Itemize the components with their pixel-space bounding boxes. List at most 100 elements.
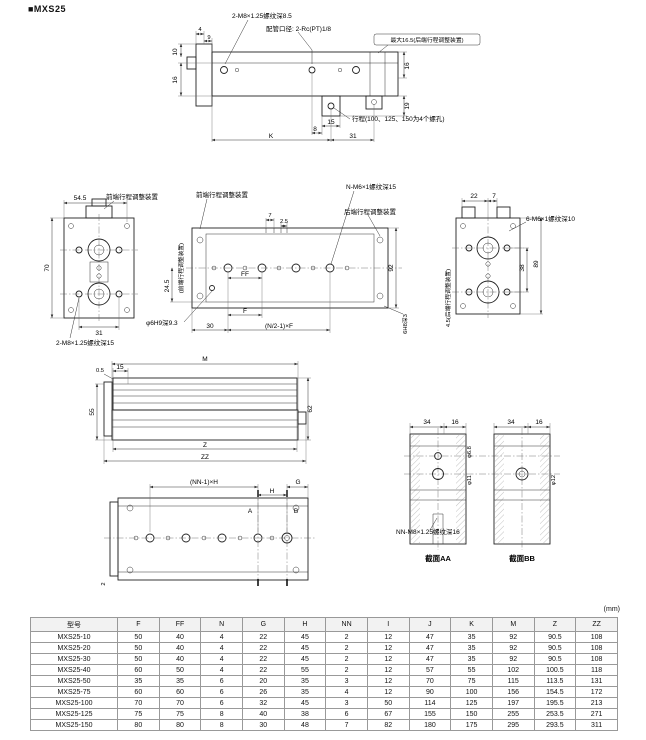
value-cell: 12	[366, 642, 410, 654]
dim-89: 89	[533, 260, 540, 268]
value-cell: 131	[575, 675, 618, 687]
dim-ZZ: ZZ	[201, 454, 209, 461]
dim-H: H	[270, 488, 275, 495]
dim-NN-1xH: (NN-1)×H	[190, 479, 218, 486]
side-note: (前端行程调整装置)	[177, 243, 185, 293]
dia-6-8: φ6.8	[467, 446, 473, 458]
value-cell: 45	[283, 653, 327, 665]
value-cell: 114	[408, 697, 452, 709]
value-cell: 50	[117, 653, 160, 665]
value-cell: 155	[408, 708, 452, 720]
rear-adjuster-note: 后端行程调整装置	[344, 207, 397, 216]
section-label-a: A	[248, 508, 253, 515]
technical-drawings: 2-M8×1.25螺纹深8.5 配管口径: 2-Rc(PT)1/8 最大16.5…	[44, 11, 575, 586]
value-cell: 75	[450, 675, 493, 687]
column-header: ZZ	[575, 617, 618, 632]
value-cell: 150	[450, 708, 493, 720]
dim-19: 19	[404, 102, 411, 110]
dim-G: G	[295, 479, 300, 486]
bottom-hole-view: (NN-1)×H G H A B 2	[101, 479, 316, 586]
dim-4: 4	[198, 27, 202, 33]
value-cell: 8	[200, 719, 243, 731]
bore-lower	[87, 282, 111, 306]
dia-11: φ11	[467, 475, 473, 485]
value-cell: 195.5	[533, 697, 577, 709]
value-cell: 4	[325, 686, 368, 698]
value-cell: 38	[283, 708, 327, 720]
column-header: 型号	[30, 617, 118, 632]
value-cell: 12	[366, 653, 410, 665]
page-title: ■MXS25	[28, 4, 66, 14]
piping-port-hole	[308, 66, 316, 74]
value-cell: 92	[491, 631, 535, 643]
value-cell: 253.5	[533, 708, 577, 720]
dim-15: 15	[327, 119, 335, 126]
cylinder-body	[211, 51, 399, 97]
model-cell: MXS25-20	[30, 642, 118, 654]
value-cell: 311	[575, 719, 618, 731]
thread-note: 2-M8×1.25螺纹深8.5	[232, 11, 292, 20]
dim-30: 30	[206, 323, 214, 330]
value-cell: 4	[200, 653, 243, 665]
value-cell: 40	[158, 642, 202, 654]
value-cell: 35	[450, 631, 493, 643]
value-cell: 92	[491, 653, 535, 665]
dim-7: 7	[268, 213, 271, 219]
dim-2: 2	[101, 582, 107, 585]
value-cell: 2	[325, 653, 368, 665]
value-cell: 22	[241, 653, 285, 665]
value-cell: 90	[408, 686, 452, 698]
value-cell: 35	[117, 675, 160, 687]
value-cell: 125	[450, 697, 493, 709]
column-header: Z	[533, 617, 577, 632]
dim-22: 22	[470, 193, 478, 200]
model-cell: MXS25-100	[30, 697, 118, 709]
value-cell: 45	[283, 631, 327, 643]
dowel-hole-note: φ6H9深9.3	[146, 318, 178, 327]
value-cell: 70	[158, 697, 202, 709]
value-cell: 40	[241, 708, 285, 720]
value-cell: 57	[408, 664, 452, 676]
dim-38: 38	[519, 264, 526, 272]
column-header: G	[241, 617, 285, 632]
dim-0-5: 0.5	[96, 368, 104, 374]
value-cell: 108	[575, 653, 618, 665]
value-cell: 48	[283, 719, 327, 731]
value-cell: 20	[241, 675, 285, 687]
model-cell: MXS25-150	[30, 719, 118, 731]
dim-55: 55	[89, 408, 96, 416]
plan-view: 前端行程调整装置 N-M6×1螺纹深15 后端行程调整装置 7 2.5 (前端行…	[146, 182, 409, 334]
side-elevation-view: 2-M8×1.25螺纹深8.5 配管口径: 2-Rc(PT)1/8 最大16.5…	[172, 11, 481, 142]
model-cell: MXS25-50	[30, 675, 118, 687]
value-cell: 26	[241, 686, 285, 698]
value-cell: 6	[200, 675, 243, 687]
dim-70: 70	[44, 264, 51, 272]
thread-note: N-M6×1螺纹深15	[346, 182, 396, 191]
dim-16-left: 16	[172, 76, 179, 84]
dim-16: 16	[451, 419, 459, 426]
value-cell: 35	[283, 675, 327, 687]
dim-K: K	[269, 133, 274, 140]
value-cell: 6	[200, 686, 243, 698]
front-adjuster-note: 前端行程调整装置	[196, 190, 249, 199]
mounting-thread-hole	[220, 66, 228, 74]
value-cell: 67	[366, 708, 410, 720]
dowel-hole	[209, 285, 215, 291]
value-cell: 90.5	[533, 631, 577, 643]
dim-FF: FF	[241, 271, 249, 278]
dim-31: 31	[349, 133, 357, 140]
max-note-box	[373, 33, 481, 46]
dim-9: 9	[207, 35, 210, 41]
value-cell: 70	[408, 675, 452, 687]
model-cell: MXS25-40	[30, 664, 118, 676]
dim-54-5: 54.5	[74, 195, 87, 202]
value-cell: 40	[158, 631, 202, 643]
column-header: K	[450, 617, 493, 632]
value-cell: 156	[491, 686, 535, 698]
value-cell: 70	[117, 697, 160, 709]
value-cell: 60	[117, 686, 160, 698]
